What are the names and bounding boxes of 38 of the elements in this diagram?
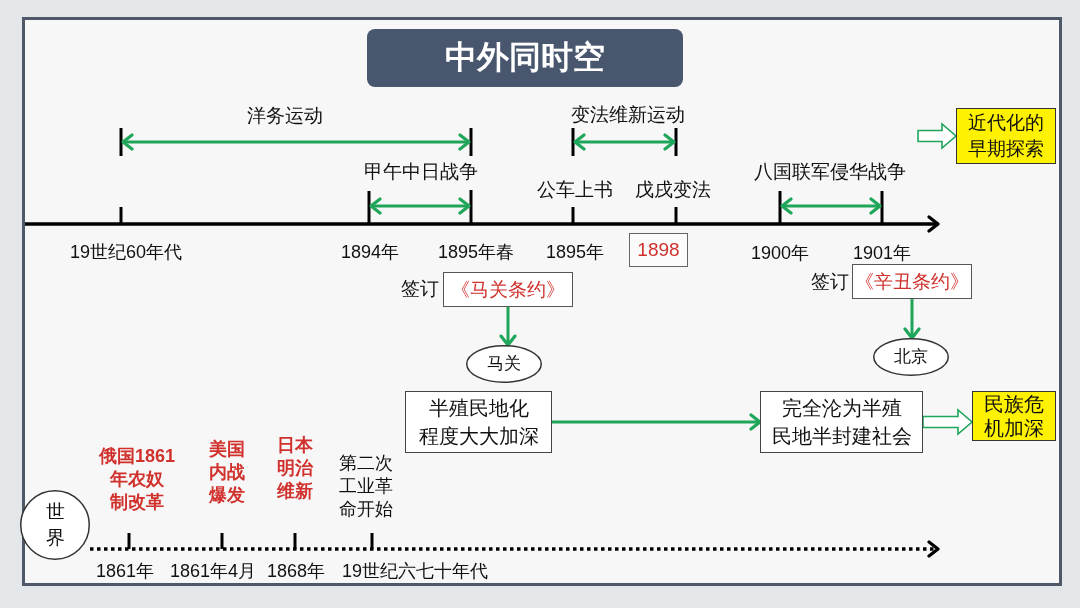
- period-label: 洋务运动: [247, 104, 323, 128]
- place-ellipse: 北京: [873, 338, 949, 376]
- date-label: 19世纪60年代: [70, 241, 182, 264]
- period-label: 八国联军侵华战争: [754, 160, 906, 184]
- outcome-box: 完全沦为半殖民地半封建社会: [760, 391, 923, 453]
- period-label: 变法维新运动: [571, 103, 685, 127]
- year-box: 1898: [629, 233, 688, 267]
- event-label: 戊戌变法: [635, 178, 711, 202]
- date-label: 1894年: [341, 241, 399, 264]
- conclusion-box: 民族危机加深: [972, 391, 1056, 441]
- outcome-box: 半殖民地化程度大大加深: [405, 391, 552, 453]
- arrow: [499, 307, 517, 347]
- hollow-arrow: [922, 408, 974, 436]
- title-banner: 中外同时空: [367, 29, 683, 87]
- side-label: 签订: [811, 270, 849, 294]
- place-ellipse: 马关: [466, 345, 542, 383]
- date-label: 1868年: [267, 560, 325, 583]
- treaty-box: 《辛丑条约》: [852, 264, 972, 299]
- event-label: 第二次工业革命开始: [339, 451, 393, 521]
- event-label: 公车上书: [537, 178, 613, 202]
- world-circle: 世界: [20, 490, 90, 560]
- event-label: 日本明治维新: [277, 433, 313, 503]
- event-label: 俄国1861年农奴制改革: [99, 444, 175, 514]
- period-label: 甲午中日战争: [364, 160, 478, 184]
- hollow-arrow: [917, 122, 958, 150]
- date-label: 1895年: [546, 241, 604, 264]
- arrow: [903, 299, 921, 340]
- arrow: [552, 413, 762, 431]
- treaty-box: 《马关条约》: [443, 272, 573, 307]
- conclusion-box: 近代化的早期探索: [956, 108, 1056, 164]
- date-label: 1895年春: [438, 241, 514, 264]
- date-label: 1900年: [751, 242, 809, 265]
- date-label: 1901年: [853, 242, 911, 265]
- side-label: 签订: [401, 277, 439, 301]
- date-label: 1861年4月: [169, 560, 257, 583]
- date-label: 19世纪六七十年代: [342, 560, 488, 583]
- date-label: 1861年: [96, 560, 154, 583]
- event-label: 美国内战爆发: [209, 437, 245, 507]
